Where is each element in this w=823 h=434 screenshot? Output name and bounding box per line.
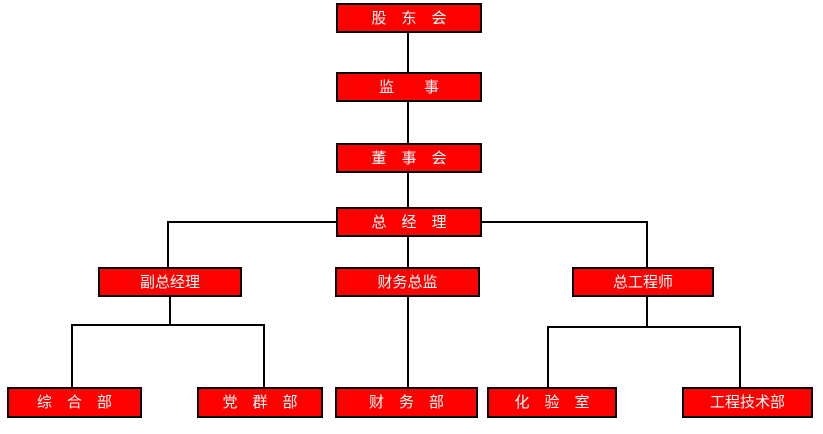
connector-board-gm — [407, 173, 409, 207]
org-node-finance-department: 财 务 部 — [335, 387, 478, 418]
connector-cfo-finance-dept — [407, 297, 409, 387]
connector-gm-right-arm — [480, 221, 648, 223]
connector-shareholders-supervisor — [407, 33, 409, 72]
org-node-board-of-directors: 董 事 会 — [336, 143, 482, 173]
connector-gm-cfo — [407, 237, 409, 267]
connector-gm-chief-eng — [646, 221, 648, 267]
org-node-shareholders-meeting: 股 东 会 — [336, 3, 482, 33]
connector-deputy-gm-rail — [71, 324, 265, 326]
org-node-finance-director: 财务总监 — [335, 267, 480, 297]
org-node-chief-engineer: 总工程师 — [572, 267, 714, 297]
connector-rail-party-dept — [263, 324, 265, 387]
connector-deputy-gm-stem — [169, 297, 171, 325]
connector-rail-eng-tech-dept — [739, 326, 741, 387]
org-node-party-mass-department: 党 群 部 — [197, 387, 323, 418]
connector-rail-laboratory — [547, 326, 549, 387]
org-node-general-manager: 总 经 理 — [336, 207, 482, 237]
connector-chief-eng-rail — [547, 326, 741, 328]
connector-supervisor-board — [407, 102, 409, 143]
org-node-laboratory: 化 验 室 — [487, 387, 617, 418]
connector-gm-deputy-gm — [167, 221, 169, 267]
org-node-deputy-general-manager: 副总经理 — [98, 267, 242, 297]
org-node-general-department: 综 合 部 — [7, 387, 142, 418]
org-node-engineering-technology-department: 工程技术部 — [682, 387, 813, 418]
connector-chief-eng-stem — [646, 297, 648, 327]
connector-rail-general-dept — [71, 324, 73, 387]
org-node-supervisor: 监 事 — [336, 72, 482, 102]
connector-gm-left-arm — [168, 221, 336, 223]
